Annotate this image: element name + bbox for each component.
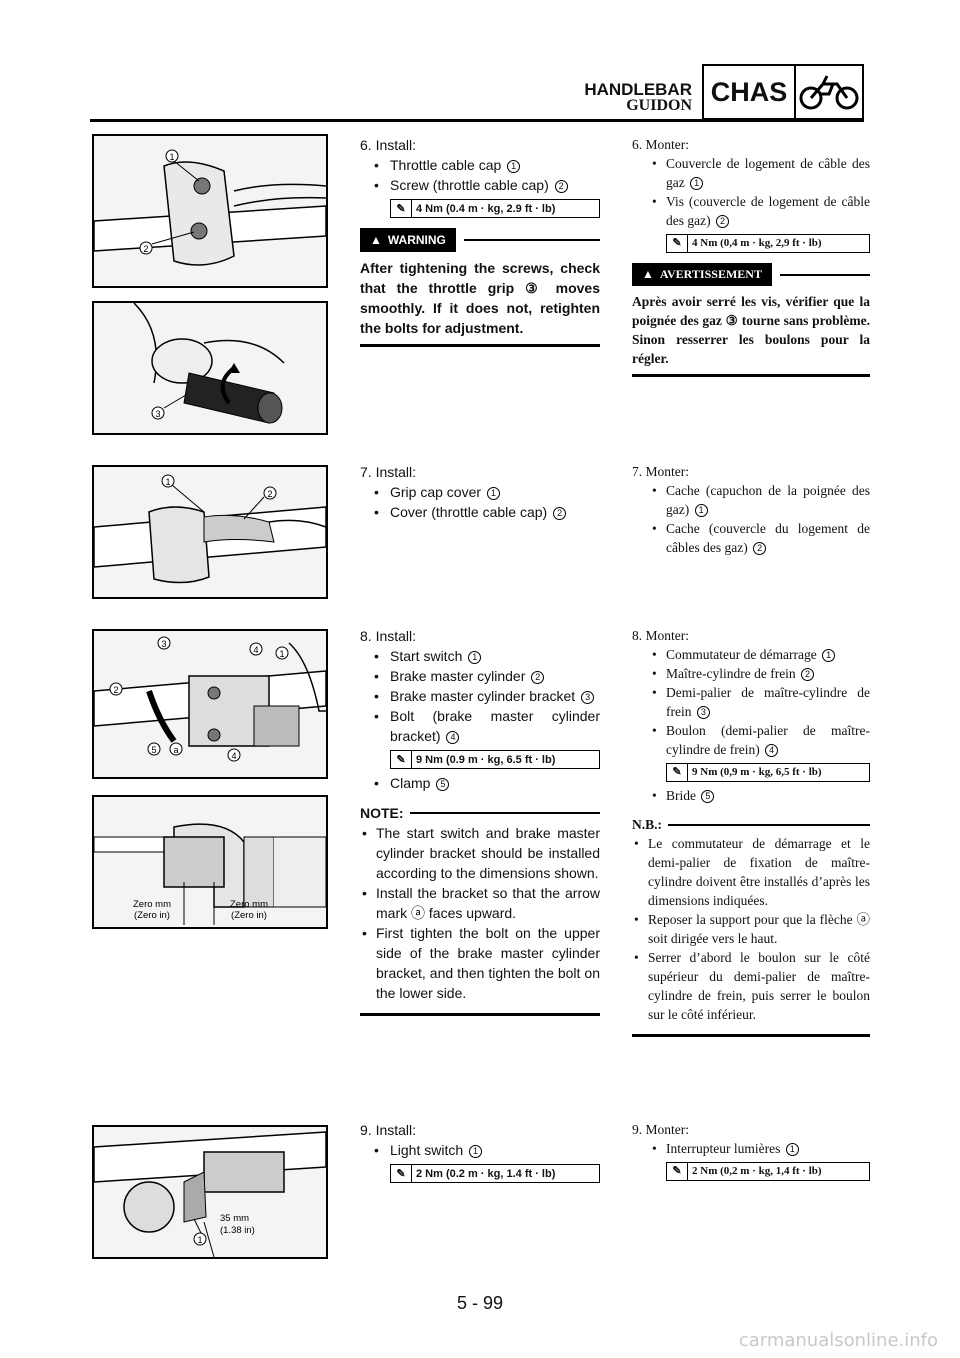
note-item: Install the bracket so that the arrow ma… (360, 883, 600, 923)
list-item: Throttle cable cap 1 (360, 155, 600, 175)
warning-icon: ▲ (370, 233, 382, 247)
fig5-dim-label: Zero mm (230, 899, 268, 910)
footer-watermark: carmanualsonline.info (738, 1330, 938, 1351)
list-item: Grip cap cover 1 (360, 482, 600, 502)
fig4-callout: 3 (161, 639, 166, 649)
header-title-fr: GUIDON (626, 97, 692, 114)
list-item: Couvercle de logement de câble des gaz 1 (632, 154, 870, 192)
fig3-callout: 2 (267, 489, 272, 499)
note-end-rule (360, 1013, 600, 1016)
torque-spec: ✎9 Nm (0,9 m · kg, 6,5 ft · lb) (666, 763, 870, 782)
note-item: Reposer la support pour que la flèche ⓐ … (632, 910, 870, 948)
wrench-icon: ✎ (391, 200, 412, 217)
page-number: 5 - 99 (456, 1293, 504, 1313)
step-title: 6. Monter: (632, 137, 689, 152)
figure-start-switch: 3 4 1 2 5 a 4 (92, 629, 328, 779)
header-rule (90, 119, 864, 122)
torque-spec: ✎9 Nm (0.9 m · kg, 6.5 ft · lb) (390, 750, 600, 769)
fig4-callout: 2 (113, 685, 118, 695)
fig4-callout: 1 (279, 649, 284, 659)
warning-icon: ▲ (642, 267, 654, 281)
list-item: Clamp 5 (360, 773, 600, 793)
torque-spec: ✎2 Nm (0.2 m · kg, 1.4 ft · lb) (390, 1164, 600, 1183)
fig3-callout: 1 (165, 477, 170, 487)
step-title: 9. Install: (360, 1122, 417, 1138)
step-title: 9. Monter: (632, 1122, 689, 1137)
wrench-icon: ✎ (391, 751, 412, 768)
list-item: Demi-palier de maître-cylindre de frein … (632, 683, 870, 721)
list-item: Bolt (brake master cylinder bracket) 4 (360, 706, 600, 746)
fig2-callout: 3 (155, 409, 160, 419)
note-item: Serrer d’abord le boulon sur le côté sup… (632, 948, 870, 1024)
list-item: Maître-cylindre de frein 2 (632, 664, 870, 683)
step-9-en: 9. Install: Light switch 1 ✎2 Nm (0.2 m … (360, 1120, 600, 1187)
section-label: CHAS (704, 66, 796, 118)
note-item: Le commutateur de démarrage et le demi-p… (632, 834, 870, 910)
note-item: First tighten the bolt on the upper side… (360, 923, 600, 1003)
fig1-callout: 2 (143, 244, 148, 254)
list-item: Bride 5 (632, 786, 870, 805)
step-title: 8. Monter: (632, 628, 689, 643)
note-end-rule (632, 1034, 870, 1037)
list-item: Cache (capuchon de la poignée des gaz) 1 (632, 481, 870, 519)
fig6-dim-label: 35 mm (220, 1213, 249, 1224)
fig6-dim-label: (1.38 in) (220, 1225, 255, 1236)
fig1-callout: 1 (169, 152, 174, 162)
list-item: Boulon (demi-palier de maître-cylindre d… (632, 721, 870, 759)
warning-header: ▲AVERTISSEMENT (632, 263, 870, 286)
list-item: Interrupteur lumières 1 (632, 1139, 870, 1158)
wrench-icon: ✎ (667, 764, 688, 781)
note-item: The start switch and brake master cylind… (360, 823, 600, 883)
torque-spec: ✎4 Nm (0,4 m · kg, 2,9 ft · lb) (666, 234, 870, 253)
figure-throttle-grip: 3 (92, 301, 328, 435)
step-title: 6. Install: (360, 137, 417, 153)
figure-grip-cap-cover: 1 2 (92, 465, 328, 599)
figure-bracket-dimensions: Zero mm (Zero in) Zero mm (Zero in) (92, 795, 328, 929)
fig4-callout: 5 (151, 745, 156, 755)
list-item: Cache (couvercle du logement de câbles d… (632, 519, 870, 557)
note-header: NOTE: (360, 803, 600, 823)
section-badge: CHAS (702, 64, 864, 120)
step-7-en: 7. Install: Grip cap cover 1 Cover (thro… (360, 462, 600, 522)
fig5-dim-label: (Zero in) (231, 910, 267, 921)
warning-header: ▲WARNING (360, 228, 600, 252)
fig5-dim-label: Zero mm (133, 899, 171, 910)
motorcycle-icon (796, 66, 862, 118)
wrench-icon: ✎ (391, 1165, 412, 1182)
list-item: Brake master cylinder 2 (360, 666, 600, 686)
fig4-callout: 4 (231, 751, 236, 761)
step-6-fr: 6. Monter: Couvercle de logement de câbl… (632, 135, 870, 377)
step-title: 7. Monter: (632, 464, 689, 479)
step-6-en: 6. Install: Throttle cable cap 1 Screw (… (360, 135, 600, 347)
warning-text: Après avoir serré les vis, vérifier que … (632, 292, 870, 377)
list-item: Cover (throttle cable cap) 2 (360, 502, 600, 522)
list-item: Commutateur de démarrage 1 (632, 645, 870, 664)
step-8-fr: 8. Monter: Commutateur de démarrage 1 Ma… (632, 626, 870, 1037)
step-8-en: 8. Install: Start switch 1 Brake master … (360, 626, 600, 1016)
torque-spec: ✎4 Nm (0.4 m · kg, 2.9 ft · lb) (390, 199, 600, 218)
figure-light-switch: 35 mm (1.38 in) 1 (92, 1125, 328, 1259)
fig4-callout: a (173, 745, 178, 755)
fig5-dim-label: (Zero in) (134, 910, 170, 921)
torque-spec: ✎2 Nm (0,2 m · kg, 1,4 ft · lb) (666, 1162, 870, 1181)
figure-throttle-cap: 1 2 (92, 134, 328, 288)
list-item: Vis (couvercle de logement de câble des … (632, 192, 870, 230)
fig6-callout: 1 (197, 1235, 202, 1245)
wrench-icon: ✎ (667, 235, 688, 252)
note-header: N.B.: (632, 815, 870, 834)
warning-text: After tightening the screws, check that … (360, 258, 600, 347)
list-item: Screw (throttle cable cap) 2 (360, 175, 600, 195)
fig4-callout: 4 (253, 645, 258, 655)
list-item: Start switch 1 (360, 646, 600, 666)
step-title: 8. Install: (360, 628, 417, 644)
header-title-en: HANDLEBAR (584, 80, 692, 99)
step-7-fr: 7. Monter: Cache (capuchon de la poignée… (632, 462, 870, 557)
step-title: 7. Install: (360, 464, 417, 480)
list-item: Light switch 1 (360, 1140, 600, 1160)
list-item: Brake master cylinder bracket 3 (360, 686, 600, 706)
wrench-icon: ✎ (667, 1163, 688, 1180)
step-9-fr: 9. Monter: Interrupteur lumières 1 ✎2 Nm… (632, 1120, 870, 1185)
